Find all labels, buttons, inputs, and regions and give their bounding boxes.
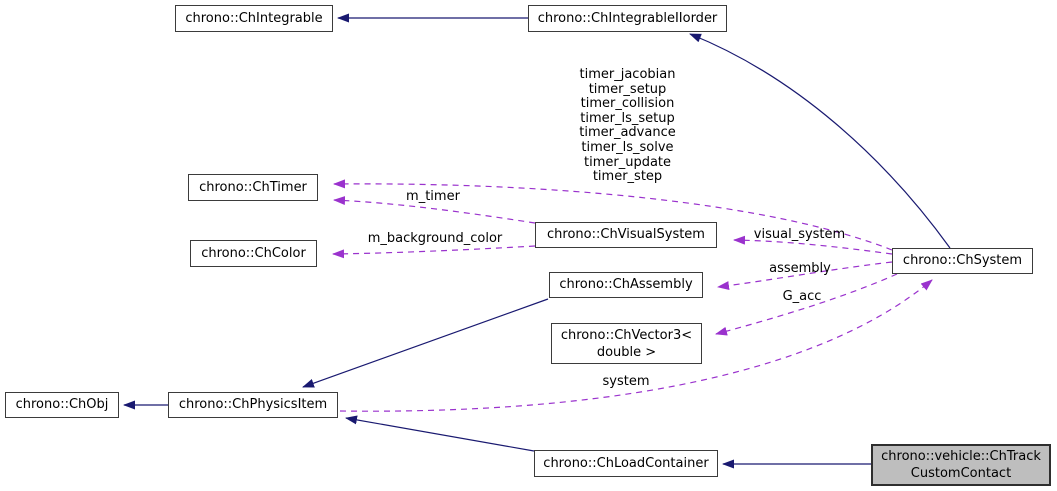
edge-label-g-acc: G_acc xyxy=(782,289,822,304)
edge-label-timer-members: timer_jacobian timer_setup timer_collisi… xyxy=(579,67,676,185)
class-node-chcolor[interactable]: chrono::ChColor xyxy=(190,240,317,267)
edge-physicsitem-to-system-system xyxy=(339,279,933,412)
edge-system-to-visualsystem-visual-system xyxy=(733,235,893,255)
class-node-chintegrableiiorder[interactable]: chrono::ChIntegrableIIorder xyxy=(528,5,727,32)
edge-label-m-timer: m_timer xyxy=(406,189,460,204)
edge-label-visual-system: visual_system xyxy=(753,227,846,242)
class-node-chintegrable[interactable]: chrono::ChIntegrable xyxy=(175,5,333,32)
edge-label-m-background-color: m_background_color xyxy=(367,231,503,246)
class-node-chtimer[interactable]: chrono::ChTimer xyxy=(188,174,318,201)
edge-loadcontainer-to-physicsitem xyxy=(345,415,535,452)
class-node-chvisualsystem[interactable]: chrono::ChVisualSystem xyxy=(535,222,717,248)
class-node-chassembly[interactable]: chrono::ChAssembly xyxy=(549,272,703,298)
edge-system-to-integrableiiorder xyxy=(689,33,951,249)
edge-system-to-timer-timers xyxy=(333,179,893,251)
edge-label-assembly: assembly xyxy=(769,261,831,276)
edge-system-to-assembly-assembly xyxy=(717,261,893,291)
class-node-chvector3-double[interactable]: chrono::ChVector3< double > xyxy=(551,323,702,364)
class-node-chloadcontainer[interactable]: chrono::ChLoadContainer xyxy=(534,450,718,477)
edge-system-to-vector3-g-acc xyxy=(715,273,898,336)
class-node-chobj[interactable]: chrono::ChObj xyxy=(5,392,119,418)
class-node-chphysicsitem[interactable]: chrono::ChPhysicsItem xyxy=(168,392,338,418)
class-node-chsystem[interactable]: chrono::ChSystem xyxy=(892,248,1033,274)
class-node-chtrackcustomcontact-current: chrono::vehicle::ChTrack CustomContact xyxy=(871,444,1051,486)
edge-label-system: system xyxy=(602,374,650,389)
edge-visualsystem-to-color-m-background-color xyxy=(332,245,536,259)
edge-visualsystem-to-timer-m-timer xyxy=(333,196,536,224)
edge-assembly-to-physicsitem xyxy=(302,298,549,388)
